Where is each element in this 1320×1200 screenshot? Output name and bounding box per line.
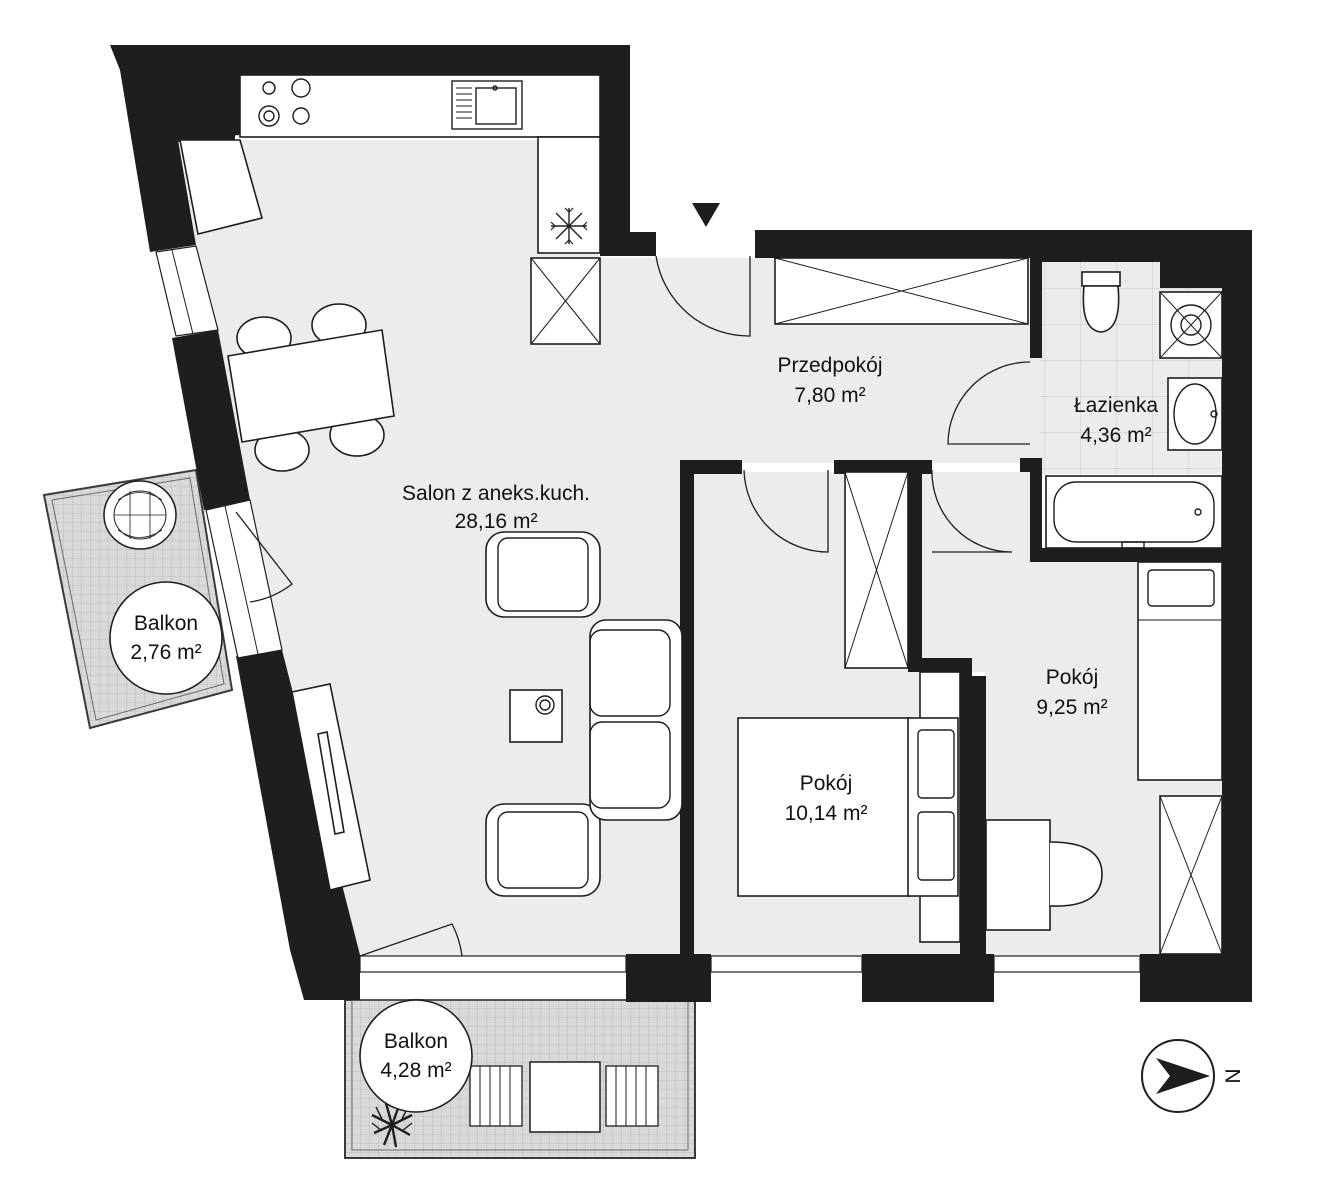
entrance-arrow-icon <box>692 203 720 227</box>
room1-furniture <box>737 471 961 943</box>
kitchen <box>163 72 601 345</box>
wall-west-mid <box>172 330 250 510</box>
balcony-west-area: 2,76 m² <box>130 641 201 664</box>
entrance-door-swing <box>655 255 751 337</box>
compass-north-label: N <box>1222 1068 1245 1083</box>
sofa <box>589 619 683 821</box>
hall-wardrobe <box>774 257 1029 325</box>
balcony-table-icon <box>469 1061 659 1133</box>
room-labels: Salon z aneks.kuch. 28,16 m² Przedpokój … <box>402 354 1158 825</box>
room1-door-swing <box>743 469 829 553</box>
north-arrow-icon <box>1156 1058 1210 1094</box>
room2-area: 9,25 m² <box>1036 696 1107 719</box>
window-south-2 <box>710 955 863 973</box>
bathroom-door-swing <box>947 361 1031 445</box>
room1-area: 10,14 m² <box>785 802 868 825</box>
bathroom-area: 4,36 m² <box>1080 424 1151 447</box>
salon-name: Salon z aneks.kuch. <box>402 482 590 505</box>
wall-west-low <box>236 650 360 1000</box>
window-west-2 <box>205 499 283 659</box>
room2-bed <box>1137 561 1223 781</box>
bathroom-name: Łazienka <box>1074 394 1158 417</box>
sink-icon <box>451 80 523 130</box>
balcony-west-door-swing <box>235 511 293 603</box>
salon-area: 28,16 m² <box>455 510 538 533</box>
bed <box>737 717 911 897</box>
balcony-chair-icon <box>103 480 177 550</box>
dining-set <box>227 303 395 472</box>
bathroom-fixtures <box>1045 271 1223 549</box>
windows <box>155 245 1141 973</box>
balcony-south-name: Balkon <box>384 1030 448 1053</box>
coffee-table <box>509 689 563 743</box>
fridge-snowflake-icon <box>550 207 588 245</box>
balcony-labels: Balkon 2,76 m² Balkon 4,28 m² <box>109 581 473 1113</box>
room1-name: Pokój <box>800 772 853 795</box>
outer-wall-north-west <box>110 45 656 256</box>
cooktop-icon <box>258 78 311 127</box>
washbasin-icon <box>1167 377 1223 451</box>
compass: N <box>1141 1039 1245 1113</box>
window-west-1 <box>155 245 219 337</box>
desk-chair <box>1049 841 1103 907</box>
tv-cabinet <box>291 683 371 891</box>
walls <box>110 45 1252 1002</box>
hall-area: 7,80 m² <box>794 384 865 407</box>
window-south-3 <box>993 955 1141 973</box>
bathtub-icon <box>1045 475 1223 549</box>
hall-name: Przedpokój <box>777 354 882 377</box>
room2-furniture <box>985 561 1223 955</box>
room2-door-swing <box>931 469 1013 553</box>
wardrobe-salon <box>530 257 601 345</box>
plant-icon <box>371 1102 413 1148</box>
balcony-south <box>344 999 696 1159</box>
toilet-icon <box>1081 271 1121 333</box>
lounge-set <box>485 531 683 897</box>
desk <box>985 819 1051 931</box>
window-south-1 <box>359 955 627 973</box>
room2-name: Pokój <box>1046 666 1099 689</box>
doors <box>235 203 1031 957</box>
dining-table <box>227 329 395 443</box>
balcony-west-name: Balkon <box>134 612 198 635</box>
balcony-south-area: 4,28 m² <box>380 1059 451 1082</box>
shower-icon <box>1159 291 1223 359</box>
balcony-south-door-swing <box>359 923 463 957</box>
